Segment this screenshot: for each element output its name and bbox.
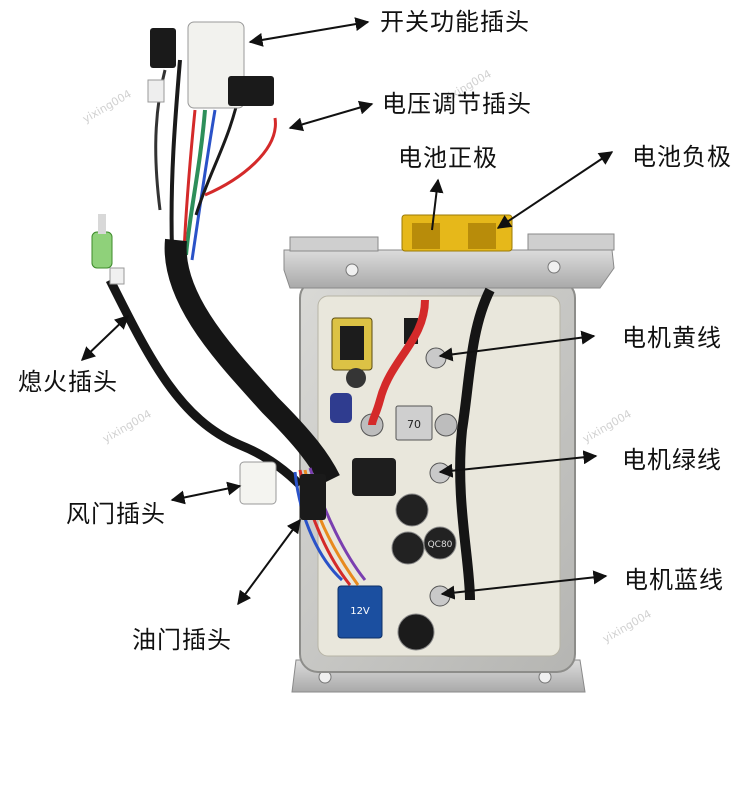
label-voltage-plug: 电压调节插头 [382, 90, 532, 118]
arrow-voltage-plug [288, 100, 374, 132]
label-battery-negative: 电池负极 [632, 143, 732, 171]
annotation-arrows [80, 17, 614, 606]
arrow-switch-plug [248, 17, 370, 47]
label-switch-plug: 开关功能插头 [380, 8, 530, 36]
circuit-board: 70 QC80 12V [317, 295, 561, 657]
label-choke-plug: 风门插头 [66, 500, 166, 528]
board-red-wire [368, 299, 429, 426]
arrow-choke-plug [170, 481, 242, 505]
label-battery-positive: 电池正极 [398, 144, 498, 172]
arrow-motor-yellow [438, 330, 596, 362]
ignition-cable [105, 277, 304, 489]
arrow-battery-neg [496, 151, 614, 229]
arrow-throttle-plug [237, 518, 301, 606]
main-harness [164, 238, 340, 486]
label-motor-yellow: 电机黄线 [622, 324, 722, 352]
arrow-motor-green [438, 450, 598, 478]
choke-connector [239, 461, 277, 505]
arrow-motor-blue [440, 570, 608, 600]
ignition-connector [91, 214, 125, 285]
label-throttle-plug: 油门插头 [132, 626, 232, 654]
relay-label: 12V [350, 606, 370, 617]
top-bracket [283, 233, 615, 289]
label-motor-blue: 电机蓝线 [624, 566, 724, 594]
capacitor-label: QC80 [428, 540, 453, 550]
voltage-adjust-plug [228, 76, 274, 106]
battery-terminal-block [401, 214, 513, 252]
fuse-label: 70 [407, 418, 421, 431]
label-motor-green: 电机绿线 [622, 446, 722, 474]
top-wire-bundle [154, 59, 277, 261]
label-ignition-plug: 熄火插头 [18, 368, 118, 396]
throttle-wires [293, 467, 367, 586]
arrow-battery-pos [429, 178, 444, 231]
arrow-ignition-plug [80, 315, 130, 361]
